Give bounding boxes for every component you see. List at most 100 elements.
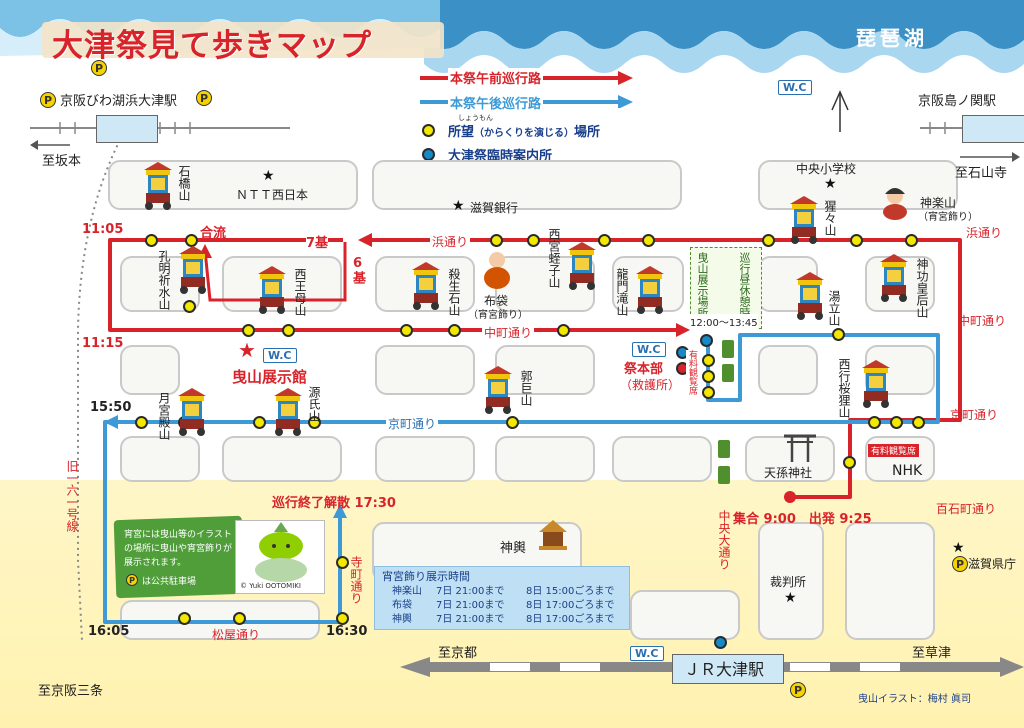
street-kyomachi-east: 京町通り <box>950 408 999 422</box>
street-matsuya: 松屋通り <box>212 628 261 642</box>
paid-seats-nhk: 有料観覧席 <box>868 444 920 457</box>
landmark-mikoshi: 神輿 <box>500 541 527 556</box>
viewing-spot[interactable] <box>233 612 246 625</box>
note-copyright: © Yuki OOTOMIKI <box>240 582 301 590</box>
viewing-spot[interactable] <box>183 300 196 313</box>
station-hamaotsu-box[interactable] <box>96 115 158 143</box>
illustration-credit: 曳山イラスト：梅村 眞司 <box>858 694 971 705</box>
viewing-spot[interactable] <box>490 234 503 247</box>
landmark-court: 裁判所 <box>770 575 807 589</box>
float-genji-icon[interactable] <box>268 386 308 438</box>
toilet-icon: W.C <box>778 80 812 95</box>
viewing-spot[interactable] <box>185 234 198 247</box>
viewing-spot[interactable] <box>642 234 655 247</box>
viewing-spot[interactable] <box>336 612 349 625</box>
station-shimanoseki-box[interactable] <box>962 115 1024 143</box>
viewing-spot[interactable] <box>843 456 856 469</box>
kagura-icon[interactable] <box>880 186 910 220</box>
yoimiya-name: 布袋 <box>392 600 412 611</box>
arrow-right-icon <box>960 152 1020 162</box>
float-seioubo-icon[interactable] <box>252 264 292 316</box>
float-shoujou-icon[interactable] <box>784 194 824 246</box>
float-ryumon-icon[interactable] <box>630 264 670 316</box>
parking-icon: P <box>196 90 212 106</box>
time-seven: 7基 <box>306 232 329 251</box>
hotei-icon[interactable] <box>482 250 512 290</box>
arrow-left-icon <box>30 140 70 150</box>
float-ishibashi-icon[interactable] <box>138 160 178 212</box>
float-hotei-label: 布袋 <box>484 294 509 308</box>
time-goryu: 合流 <box>200 226 227 241</box>
viewing-spot[interactable] <box>135 416 148 429</box>
viewing-spot[interactable] <box>890 416 903 429</box>
legend-viewing-paren: （からくりを演じる） <box>474 128 575 139</box>
float-jingu-icon[interactable] <box>874 252 914 304</box>
block-tenson <box>745 436 835 482</box>
viewing-spot[interactable] <box>702 354 715 367</box>
parking-icon: P <box>40 92 56 108</box>
block-r4-1 <box>120 436 200 482</box>
float-sesshouseki-icon[interactable] <box>406 260 446 312</box>
viewing-spot[interactable] <box>242 324 255 337</box>
yoimiya-panel <box>374 566 630 630</box>
block-r4-4 <box>495 436 595 482</box>
rest-label: 巡行昼休憩時 <box>738 252 751 318</box>
viewing-spot[interactable] <box>253 416 266 429</box>
to-ishiyamadera-label: 至石山寺 <box>955 166 1008 181</box>
viewing-spot[interactable] <box>598 234 611 247</box>
street-nakamachi-east: 中町通り <box>958 314 1007 328</box>
viewing-spot[interactable] <box>308 416 321 429</box>
yoimiya-title: 宵宮飾り展示時間 <box>382 570 470 583</box>
landmark-chuo-school: 中央小学校 <box>796 162 857 176</box>
float-koumei-icon[interactable] <box>173 244 213 296</box>
lake-label: 琵琶湖 <box>856 26 928 50</box>
viewing-spot[interactable] <box>912 416 925 429</box>
float-parking-marker <box>722 364 734 382</box>
viewing-spot[interactable] <box>282 324 295 337</box>
landmark-honbu[interactable]: 祭本部 <box>624 362 664 377</box>
viewing-spot[interactable] <box>448 324 461 337</box>
float-saigyou-icon[interactable] <box>856 358 896 410</box>
viewing-spot[interactable] <box>905 234 918 247</box>
viewing-spot[interactable] <box>400 324 413 337</box>
star-icon: ★ <box>824 176 837 192</box>
viewing-spot[interactable] <box>178 612 191 625</box>
landmark-honbu-sub: （救護所） <box>620 378 681 392</box>
float-kakkyo-icon[interactable] <box>478 364 518 416</box>
street-hama-east: 浜通り <box>966 226 1003 240</box>
float-nishimiya-icon[interactable] <box>562 240 602 292</box>
legend-viewing-main: 所望 <box>448 125 475 140</box>
parking-icon: P <box>91 60 107 76</box>
viewing-spot[interactable] <box>850 234 863 247</box>
float-ishibashi-label: 石橋山 <box>177 165 191 201</box>
landmark-hikiyama-hall[interactable]: 曳山展示館 <box>232 368 308 386</box>
viewing-spot[interactable] <box>336 556 349 569</box>
float-parking-marker <box>718 440 730 458</box>
station-jr-otsu-box[interactable] <box>672 654 784 684</box>
info-center-dot[interactable] <box>700 334 713 347</box>
viewing-spot[interactable] <box>506 416 519 429</box>
yoimiya-d8: 8日 17:00ごろまで <box>526 600 615 611</box>
viewing-spot[interactable] <box>762 234 775 247</box>
mikoshi-icon <box>539 520 567 550</box>
viewing-spot[interactable] <box>145 234 158 247</box>
float-yudate-icon[interactable] <box>790 270 830 322</box>
viewing-spot[interactable] <box>832 328 845 341</box>
legend-viewing-label: 所望（からくりを演じる）場所 <box>448 121 600 140</box>
info-center-dot[interactable] <box>714 636 727 649</box>
torii-icon <box>784 434 816 462</box>
landmark-shiga-bank: 滋賀銀行 <box>470 201 519 215</box>
viewing-spot[interactable] <box>527 234 540 247</box>
viewing-spot[interactable] <box>702 370 715 383</box>
float-tsukimiya-icon[interactable] <box>172 386 212 438</box>
viewing-spot[interactable] <box>557 324 570 337</box>
time-1630: 16:30 <box>326 624 368 639</box>
yoimiya-name: 神輿 <box>392 614 412 625</box>
block-chuo-school <box>758 160 958 210</box>
viewing-spot[interactable] <box>868 416 881 429</box>
float-yudate-label: 湯立山 <box>827 290 841 326</box>
viewing-spot[interactable] <box>702 386 715 399</box>
block-nhk <box>865 436 935 482</box>
